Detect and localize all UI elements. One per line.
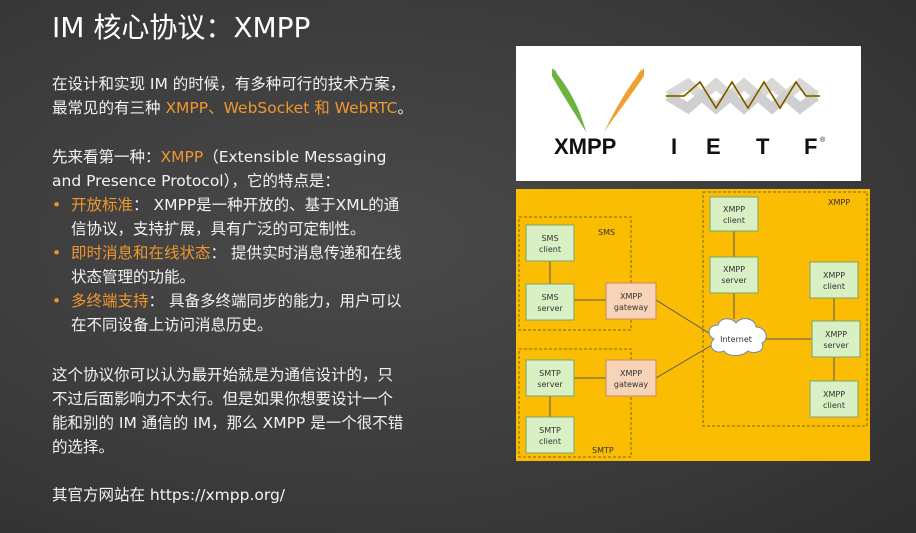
sms-client-label-1: SMS bbox=[541, 234, 558, 243]
sms-server-label-2: server bbox=[537, 304, 563, 313]
smtp-gateway-label-2: gateway bbox=[614, 380, 648, 389]
xmpp-server-right-node bbox=[811, 320, 861, 358]
smtp-gateway-node bbox=[605, 359, 657, 397]
connectors bbox=[549, 231, 835, 417]
ietf-letter-e: E bbox=[706, 134, 721, 159]
first-suffix: （Extensible Messaging bbox=[203, 148, 387, 166]
first-option-paragraph: 先来看第一种：XMPP（Extensible Messaging and Pre… bbox=[52, 145, 432, 193]
logos-panel: XMPP I E T F ® bbox=[516, 46, 861, 181]
bullet-dot: • bbox=[52, 292, 62, 310]
sms-group-label: SMS bbox=[598, 228, 615, 237]
ietf-letter-t: T bbox=[756, 134, 770, 159]
xmpp-logo-text: XMPP bbox=[554, 134, 616, 159]
intro-line-2: 最常见的有三种 XMPP、WebSocket 和 WebRTC。 bbox=[52, 96, 432, 120]
xmpp-client-top-label-2: client bbox=[723, 216, 745, 225]
feature-text-cont: 信协议，支持扩展，具有广泛的可定制性。 bbox=[71, 220, 366, 238]
xmpp-logo-icon bbox=[552, 68, 644, 132]
xmpp-server-right-label-2: server bbox=[823, 341, 849, 350]
feature-text-cont: 状态管理的功能。 bbox=[71, 268, 196, 286]
feature-item-open-standard: • 开放标准： XMPP是一种开放的、基于XML的通信协议，支持扩展，具有广泛的… bbox=[52, 193, 432, 241]
feature-sep: ： bbox=[148, 292, 165, 310]
xmpp-client-right-2-label-2: client bbox=[823, 401, 845, 410]
intro-text: 最常见的有三种 bbox=[52, 99, 166, 117]
sms-server-label-1: SMS bbox=[541, 293, 558, 302]
smtp-client-label-1: SMTP bbox=[539, 426, 561, 435]
sms-gateway-label-2: gateway bbox=[614, 303, 648, 312]
feature-sep: ： bbox=[133, 196, 149, 214]
intro-line-1: 在设计和实现 IM 的时候，有多种可行的技术方案， bbox=[52, 75, 406, 93]
feature-label: 多终端支持 bbox=[71, 292, 149, 310]
logos-svg: XMPP I E T F ® bbox=[552, 68, 826, 159]
intro-paragraph: 在设计和实现 IM 的时候，有多种可行的技术方案， 最常见的有三种 XMPP、W… bbox=[52, 72, 432, 120]
xmpp-server-right-label-1: XMPP bbox=[825, 330, 847, 339]
first-line-2: and Presence Protocol），它的特点是： bbox=[52, 172, 340, 190]
registered-mark: ® bbox=[820, 136, 826, 144]
sms-server-node bbox=[525, 283, 575, 321]
feature-label: 开放标准 bbox=[71, 196, 134, 214]
xmpp-server-top-label-2: server bbox=[721, 276, 747, 285]
summary-line-2: 不过后面影响力不太行。但是如果你想要设计一个 bbox=[52, 390, 394, 408]
sms-client-node bbox=[525, 224, 575, 262]
xmpp-client-right-2-label-1: XMPP bbox=[823, 390, 845, 399]
feature-item-multi-device: • 多终端支持： 具备多终端同步的能力，用户可以在不同设备上访问消息历史。 bbox=[52, 289, 432, 337]
xmpp-group bbox=[702, 191, 868, 427]
smtp-server-label-2: server bbox=[537, 380, 563, 389]
ietf-diamond-pattern-icon bbox=[665, 77, 820, 115]
xmpp-client-top-label-1: XMPP bbox=[723, 205, 745, 214]
xmpp-client-right-1-label-2: client bbox=[823, 282, 845, 291]
summary-paragraph: 这个协议你可以认为最开始就是为通信设计的，只 不过后面影响力不太行。但是如果你想… bbox=[52, 363, 432, 459]
internet-cloud-icon bbox=[708, 318, 767, 356]
xmpp-server-top-label-1: XMPP bbox=[723, 265, 745, 274]
smtp-client-node bbox=[525, 416, 575, 454]
feature-text: XMPP是一种开放的、基于XML的通 bbox=[148, 196, 400, 214]
internet-label: Internet bbox=[720, 335, 752, 344]
sms-gateway-node bbox=[605, 282, 657, 320]
feature-text: 提供实时消息传递和在线 bbox=[226, 244, 402, 262]
xmpp-group-label: XMPP bbox=[828, 198, 850, 207]
summary-line-3: 能和别的 IM 通信的 IM，那么 XMPP 是一个很不错 bbox=[52, 414, 404, 432]
feature-label: 即时消息和在线状态 bbox=[71, 244, 211, 262]
smtp-client-label-2: client bbox=[539, 437, 561, 446]
xmpp-client-top-node bbox=[709, 196, 759, 232]
smtp-group bbox=[518, 348, 632, 458]
sms-client-label-2: client bbox=[539, 245, 561, 254]
xmpp-highlight: XMPP bbox=[160, 148, 204, 166]
smtp-gateway-label-1: XMPP bbox=[620, 369, 642, 378]
feature-sep: ： bbox=[210, 244, 227, 262]
xmpp-client-right-1-node bbox=[809, 261, 859, 299]
xmpp-client-right-1-label-1: XMPP bbox=[823, 271, 845, 280]
first-prefix: 先来看第一种： bbox=[52, 148, 161, 166]
website-line: 其官方网站在 https://xmpp.org/ bbox=[52, 486, 286, 504]
xmpp-architecture-diagram: SMS XMPP SMTP SMS client SMS server XMPP… bbox=[516, 189, 870, 461]
first-line-1: 先来看第一种：XMPP（Extensible Messaging bbox=[52, 145, 432, 169]
feature-item-presence: • 即时消息和在线状态： 提供实时消息传递和在线状态管理的功能。 bbox=[52, 241, 432, 289]
bullet-dot: • bbox=[52, 196, 62, 214]
smtp-group-label: SMTP bbox=[592, 446, 614, 455]
feature-text-cont: 在不同设备上访问消息历史。 bbox=[71, 316, 273, 334]
ietf-letter-i: I bbox=[671, 134, 677, 159]
summary-line-1: 这个协议你可以认为最开始就是为通信设计的，只 bbox=[52, 366, 394, 384]
intro-suffix: 。 bbox=[397, 99, 413, 117]
xmpp-server-top-node bbox=[709, 256, 759, 294]
summary-line-4: 的选择。 bbox=[52, 438, 115, 456]
bullet-dot: • bbox=[52, 244, 62, 262]
protocol-list-highlight: XMPP、WebSocket 和 WebRTC bbox=[165, 99, 398, 117]
smtp-server-label-1: SMTP bbox=[539, 369, 561, 378]
sms-gateway-label-1: XMPP bbox=[620, 292, 642, 301]
feature-text: 具备多终端同步的能力，用户可以 bbox=[164, 292, 402, 310]
smtp-server-node bbox=[525, 359, 575, 397]
sms-group bbox=[518, 216, 632, 331]
ietf-letter-f: F bbox=[804, 134, 817, 159]
xmpp-client-right-2-node bbox=[809, 380, 859, 418]
diagram-svg: SMS XMPP SMTP SMS client SMS server XMPP… bbox=[518, 191, 868, 458]
page-title: IM 核心协议：XMPP bbox=[52, 11, 311, 44]
